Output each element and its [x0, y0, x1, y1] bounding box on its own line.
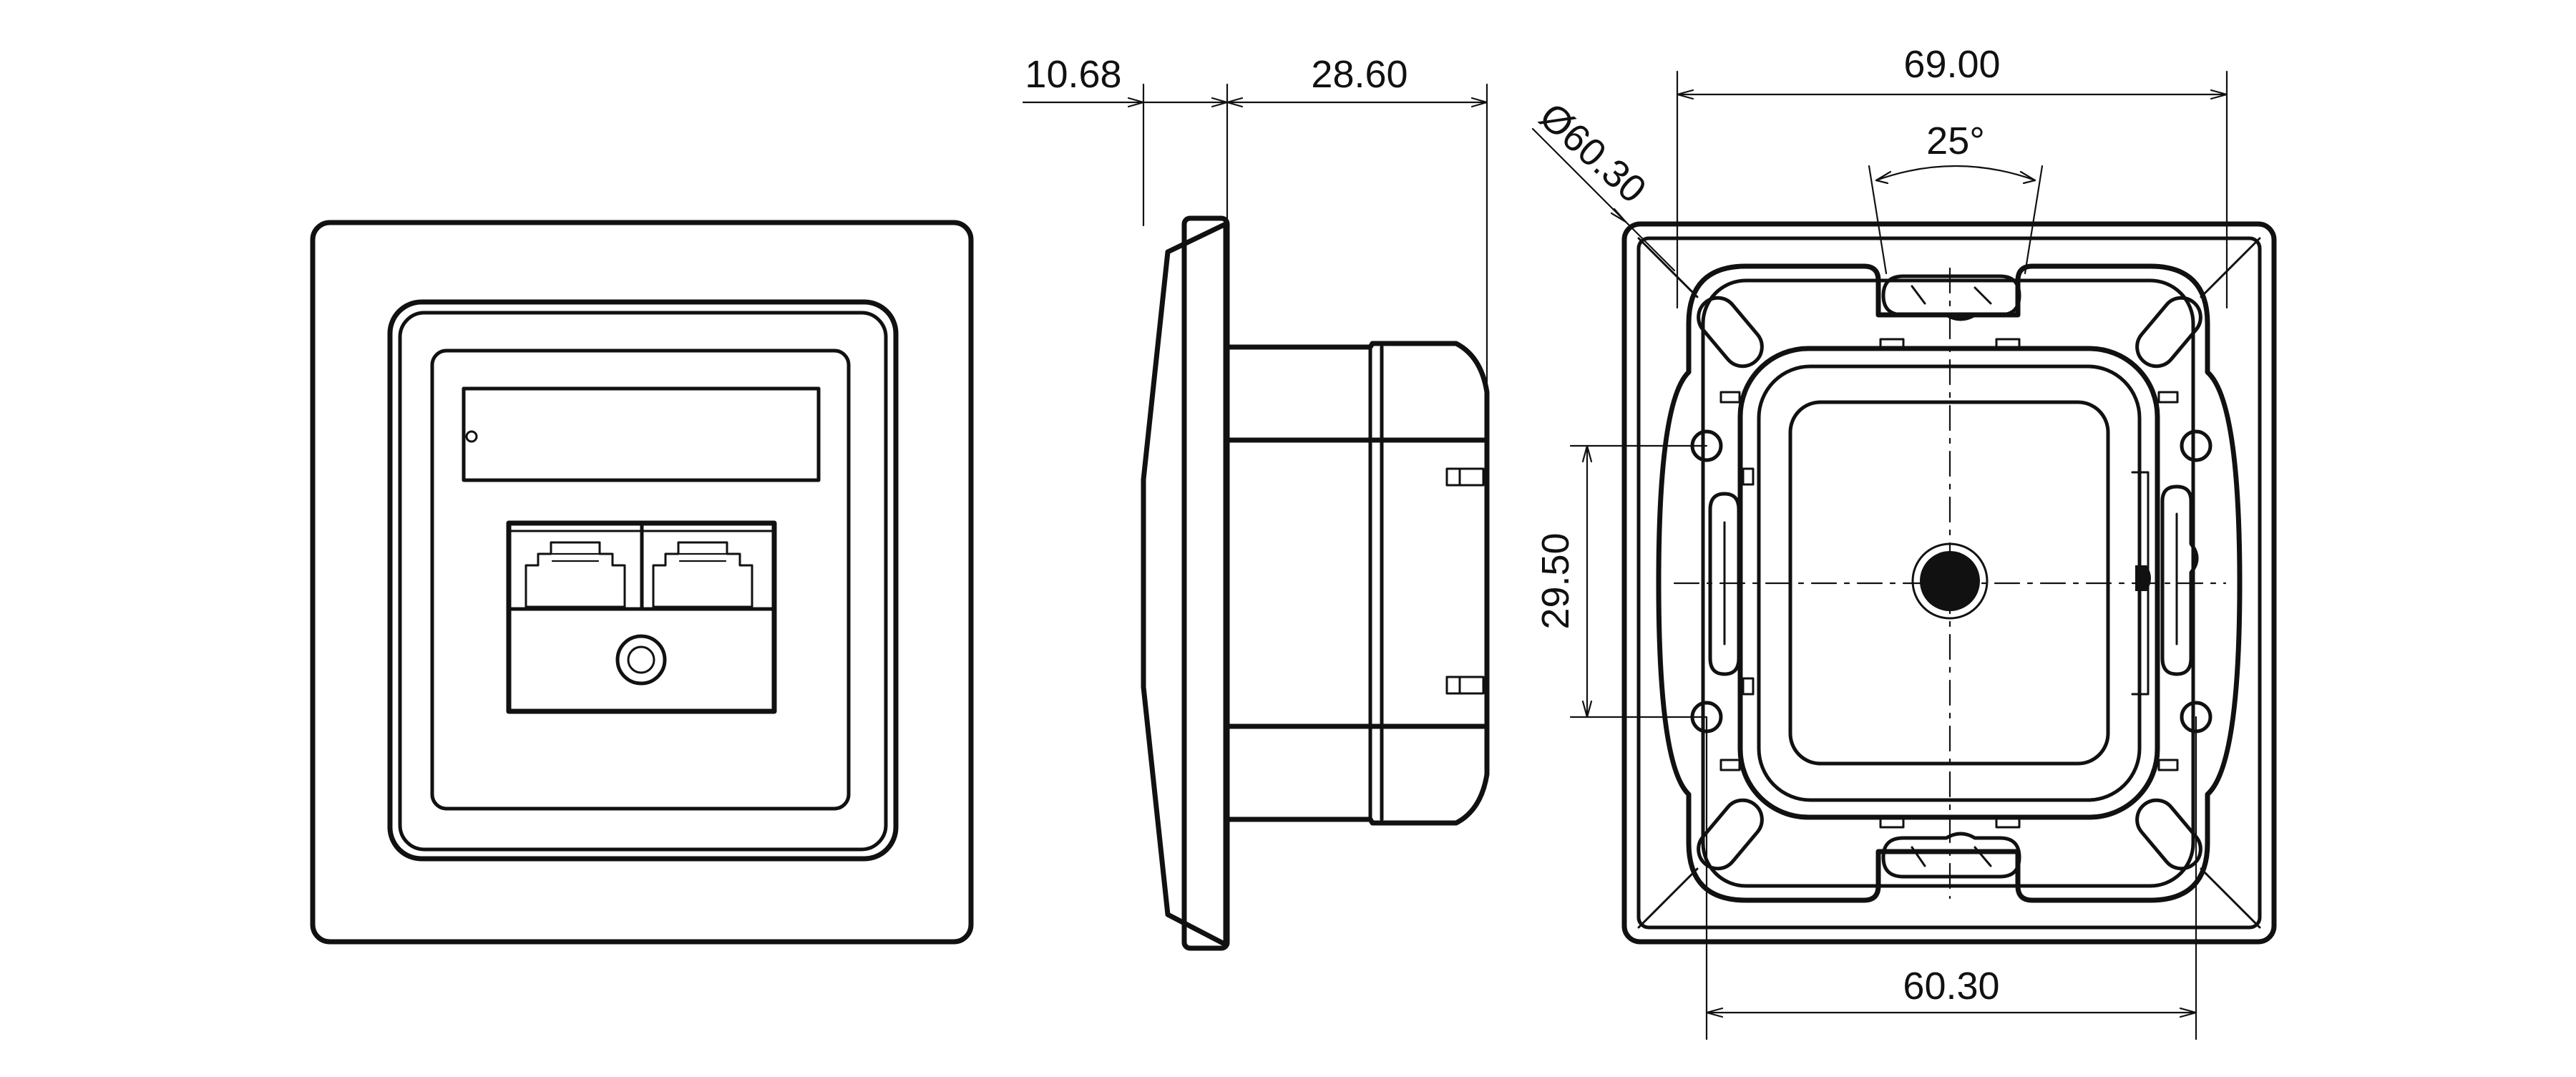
locking-nub: [2135, 565, 2151, 591]
front-outer-plate: [310, 220, 974, 945]
rj45-port-block: [506, 520, 777, 714]
tab-marks: [1719, 338, 2179, 829]
dust-cover-screw: [615, 634, 667, 686]
back-outer-plate: [1621, 221, 2277, 945]
dim-body-depth: 28.60: [1311, 53, 1407, 96]
label-field-notch: [465, 430, 478, 443]
side-mounting-plate: [1181, 215, 1230, 951]
front-frame-outer: [387, 299, 899, 862]
dim-frame-width: 60.30: [1903, 965, 1999, 1008]
dim-slot-angle: 25°: [1926, 120, 1985, 162]
back-corner-chamfers: [1637, 237, 2261, 929]
keyhole-slot-bottom: [1881, 832, 2021, 879]
dim-front-depth: 10.68: [1025, 53, 1121, 96]
back-dimension-lines: [1531, 70, 2228, 1041]
keyhole-slot-top: [1881, 274, 2021, 321]
back-view: 69.00 Ø60.30 25° 29.50 60.30: [1531, 43, 2277, 1041]
cable-entry-hole: [1911, 542, 1989, 620]
front-view: [310, 220, 974, 945]
corner-slots: [1697, 296, 2202, 871]
label-field: [462, 386, 821, 482]
dim-circle-diameter: Ø60.30: [1531, 94, 1654, 211]
side-latch-top: [1445, 467, 1485, 487]
front-insert: [430, 349, 851, 811]
side-latch-bottom: [1445, 676, 1485, 695]
side-body: [1224, 341, 1490, 826]
dim-hole-spacing: 29.50: [1534, 532, 1577, 629]
rj45-port-right: [652, 541, 753, 608]
side-dimension-lines: [1022, 83, 1488, 388]
back-inner-plate: [1636, 236, 2262, 930]
front-frame-inner: [398, 311, 888, 852]
side-view: 10.68 28.60: [1022, 53, 1490, 951]
dim-overall-width: 69.00: [1903, 43, 2000, 86]
rj45-port-left: [525, 541, 626, 608]
mounting-frame: [1656, 263, 2243, 903]
